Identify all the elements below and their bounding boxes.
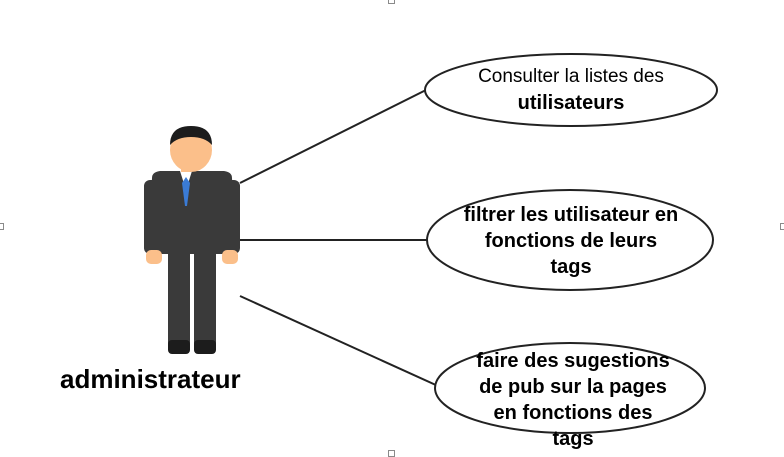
selection-handle-right[interactable] (780, 223, 784, 230)
use-case-3-line-3: en fonctions des (493, 402, 653, 424)
use-case-1-line-2: utilisateurs (517, 92, 625, 114)
use-case-text-2: filtrer les utilisateur en fonctions de … (426, 202, 716, 280)
use-case-text-1: Consulter la listes des utilisateurs (430, 64, 712, 116)
association-line-3 (239, 295, 439, 387)
use-case-2-line-1: filtrer les utilisateur en (463, 204, 679, 226)
association-line-1 (239, 89, 427, 184)
use-case-ellipse-2[interactable] (426, 189, 714, 291)
use-case-2-line-2: fonctions de leurs (484, 230, 658, 252)
use-case-3-line-2: de pub sur la pages (479, 376, 667, 398)
use-case-ellipse-3[interactable] (434, 342, 706, 434)
use-case-text-3: faire des sugestions de pub sur la pages… (436, 348, 710, 452)
use-case-ellipse-1[interactable] (424, 53, 718, 127)
use-case-2-line-3: tags (550, 256, 592, 278)
actor-label: administrateur (60, 364, 241, 394)
selection-handle-left[interactable] (0, 223, 4, 230)
actor-person-icon (144, 126, 240, 354)
selection-handle-top[interactable] (388, 0, 395, 4)
use-case-3-line-4: tags (552, 428, 594, 450)
use-case-3-line-1: faire des sugestions (476, 350, 670, 372)
use-case-1-line-1: Consulter la listes des (478, 66, 664, 87)
